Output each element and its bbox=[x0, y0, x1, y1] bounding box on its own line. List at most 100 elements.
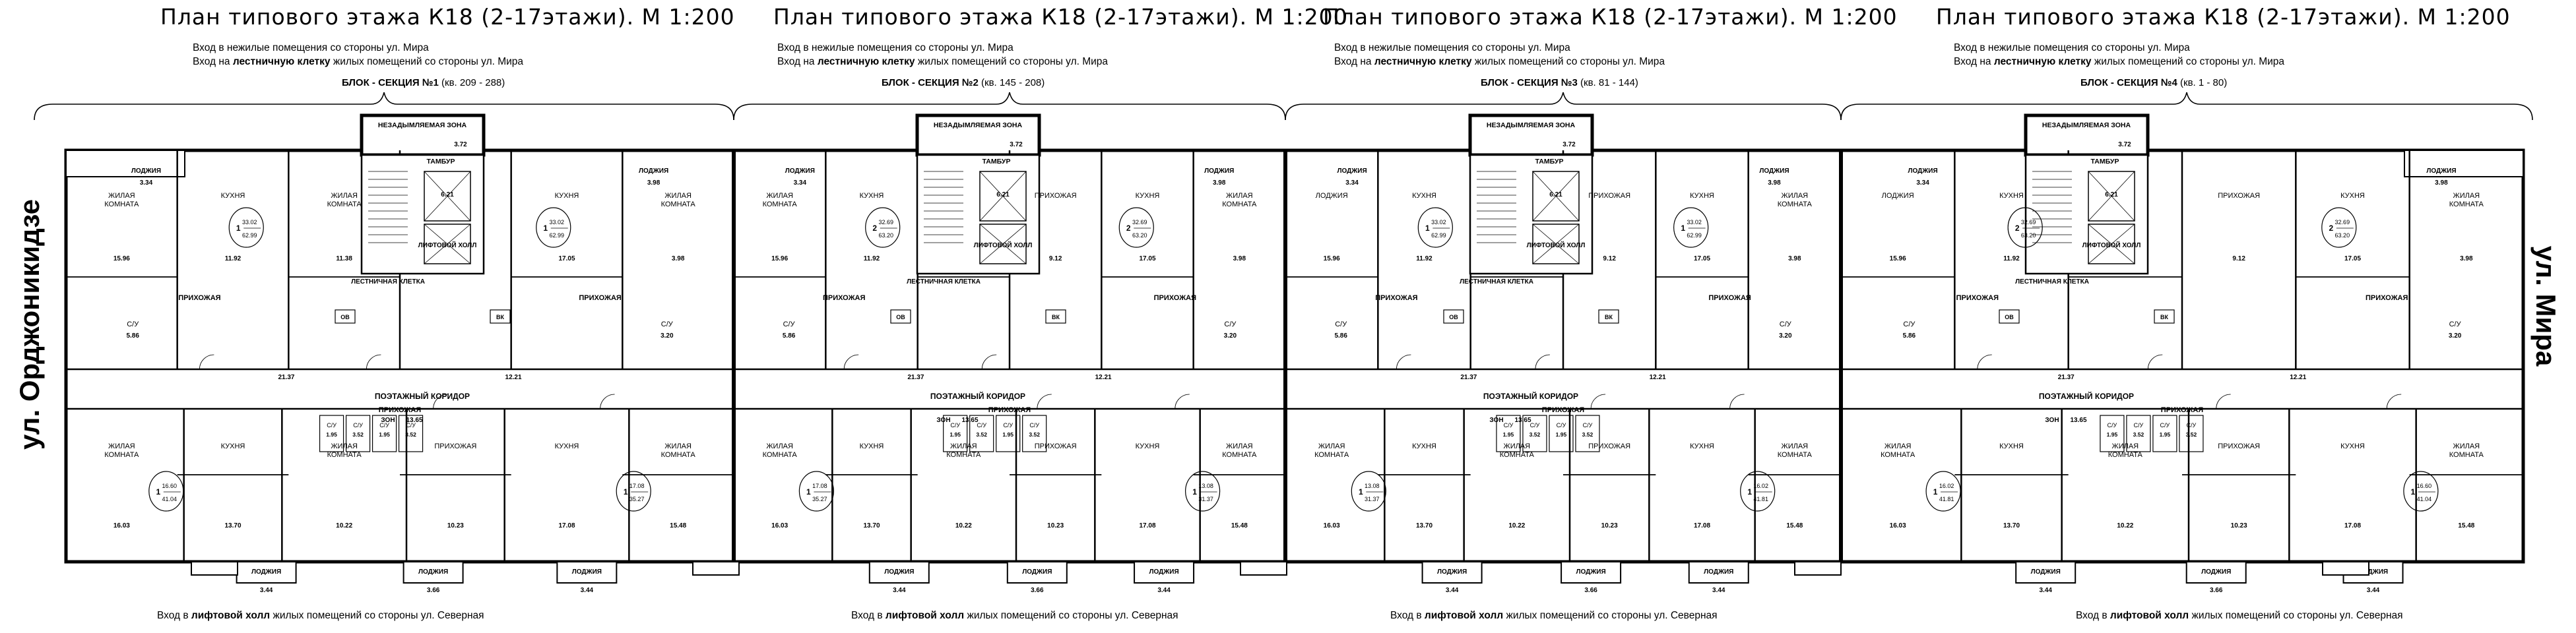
apartment-area: 17.08 bbox=[629, 483, 645, 489]
area-label: 3.44 bbox=[581, 587, 594, 594]
area-label: 3.20 bbox=[660, 332, 674, 340]
room-label: ЖИЛАЯ bbox=[2453, 442, 2480, 450]
wc-cell bbox=[2126, 415, 2151, 452]
area-label: 10.23 bbox=[2231, 522, 2247, 529]
apartment-area: 13.08 bbox=[1365, 483, 1380, 489]
door-swing bbox=[1535, 354, 1550, 370]
area-label: 3.20 bbox=[1224, 332, 1237, 340]
apartment-area: 63.20 bbox=[2335, 232, 2350, 239]
apartment-rooms: 2 bbox=[2329, 224, 2333, 233]
area-label: 3.52 bbox=[1029, 431, 1040, 438]
door-swing bbox=[366, 354, 381, 370]
area-label: 5.86 bbox=[1903, 332, 1916, 340]
apartment-area: 62.99 bbox=[1431, 232, 1446, 239]
label-safe-zone: НЕЗАДЫМЛЯЕМАЯ ЗОНА bbox=[378, 121, 467, 129]
area-label: 1.95 bbox=[1002, 431, 1014, 438]
area-label: 17.08 bbox=[1694, 522, 1710, 529]
area-label: 3.72 bbox=[2118, 141, 2131, 148]
room-label: ЖИЛАЯ bbox=[2112, 442, 2139, 450]
area-label: 13.70 bbox=[2003, 522, 2020, 529]
apartment-area: 13.08 bbox=[1198, 483, 1213, 489]
area-label: 3.98 bbox=[1788, 255, 1801, 262]
room-label: ЖИЛАЯ bbox=[331, 442, 358, 450]
area-label: 15.96 bbox=[771, 255, 788, 262]
apartment-rooms: 2 bbox=[2015, 224, 2020, 233]
room-label: ЖИЛАЯ bbox=[766, 192, 793, 200]
area-label: 3.34 bbox=[1916, 179, 1929, 187]
area-label: 3.52 bbox=[976, 431, 987, 438]
room-label: КУХНЯ bbox=[1136, 192, 1160, 200]
apartment-rooms: 1 bbox=[1681, 224, 1685, 233]
stair-core bbox=[1469, 154, 1594, 275]
label-wc: С/У bbox=[406, 422, 416, 429]
apartment-rooms: 1 bbox=[1933, 487, 1938, 497]
door-swing bbox=[2147, 354, 2163, 370]
area-label: 11.92 bbox=[225, 255, 242, 262]
core-protrusion bbox=[360, 113, 486, 157]
loggia-bottom bbox=[2015, 561, 2077, 584]
area-label: 17.08 bbox=[2344, 522, 2361, 529]
area-label: 16.03 bbox=[771, 522, 788, 529]
section-label-3: БЛОК - СЕКЦИЯ №3 (кв. 81 - 144) bbox=[1481, 77, 1638, 88]
label-loggia: ЛОДЖИЯ bbox=[1337, 167, 1367, 175]
apartment-area: 32.69 bbox=[2335, 219, 2350, 226]
room-label: КОМНАТА bbox=[2449, 200, 2484, 208]
area-label: 10.22 bbox=[336, 522, 352, 529]
room-label: ПРИХОЖАЯ bbox=[2218, 192, 2260, 200]
label-loggia: ЛОДЖИЯ bbox=[1704, 568, 1733, 576]
area-label: 1.95 bbox=[326, 431, 337, 438]
room-label: ЖИЛАЯ bbox=[1782, 192, 1809, 200]
door-swing bbox=[2216, 394, 2231, 409]
shaft-vk bbox=[1598, 309, 1619, 324]
loggia-notch bbox=[2404, 150, 2524, 177]
section-brace-3 bbox=[1285, 92, 1842, 121]
section-brace-2 bbox=[733, 92, 1286, 121]
label-corridor: ПОЭТАЖНЫЙ КОРИДОР bbox=[2039, 391, 2134, 401]
shaft-vk bbox=[2154, 309, 2175, 324]
label-tambur: ТАМБУР bbox=[1535, 158, 1564, 166]
apartment-rooms: 1 bbox=[1425, 224, 1430, 233]
room-label: ЖИЛАЯ bbox=[950, 442, 977, 450]
area-label: 3.52 bbox=[1530, 431, 1541, 438]
door-swing bbox=[1729, 394, 1745, 409]
label-lift-hall: ЛИФТОВОЙ ХОЛЛ bbox=[2082, 241, 2141, 249]
apartment-rooms: 1 bbox=[1359, 487, 1363, 497]
label-wc: С/У bbox=[327, 422, 337, 429]
wall-line bbox=[424, 171, 471, 222]
wall-line bbox=[2088, 171, 2135, 222]
label-wc: С/У bbox=[1557, 422, 1566, 429]
label-hall: ПРИХОЖАЯ bbox=[178, 294, 220, 302]
stair-core bbox=[360, 154, 485, 275]
shaft-vk bbox=[1045, 309, 1066, 324]
loggia-bottom bbox=[868, 561, 930, 584]
wall-line bbox=[424, 224, 471, 264]
room-label: ПРИХОЖАЯ bbox=[1035, 192, 1077, 200]
section-wall bbox=[1283, 150, 1287, 562]
label-wc: С/У bbox=[977, 422, 986, 429]
apartment-rooms: 1 bbox=[156, 487, 160, 497]
label-safe-zone: НЕЗАДЫМЛЯЕМАЯ ЗОНА bbox=[2042, 121, 2131, 129]
area-label: 3.66 bbox=[427, 587, 440, 594]
area-label: 3.98 bbox=[1768, 179, 1781, 187]
label-loggia: ЛОДЖИЯ bbox=[418, 568, 448, 576]
area-label: 10.23 bbox=[1601, 522, 1618, 529]
entrance-note-3: Вход в нежилые помещения со стороны ул. … bbox=[1334, 42, 1665, 67]
apartment-area: 41.04 bbox=[2417, 496, 2432, 502]
elevator-shaft bbox=[1532, 224, 1580, 264]
area-label: 15.48 bbox=[2458, 522, 2474, 529]
shaft-ov bbox=[1999, 309, 2020, 324]
area-label: 6.21 bbox=[441, 191, 454, 198]
room-label: КОМНАТА bbox=[2449, 451, 2484, 459]
area-label: 13.70 bbox=[224, 522, 241, 529]
section-label-1: БЛОК - СЕКЦИЯ №1 (кв. 209 - 288) bbox=[342, 77, 505, 88]
room-label: ПРИХОЖАЯ bbox=[2218, 442, 2260, 450]
room-label: КУХНЯ bbox=[1412, 192, 1436, 200]
room-label: ПРИХОЖАЯ bbox=[434, 442, 476, 450]
area-label: 3.72 bbox=[1562, 141, 1576, 148]
apartment-area: 63.20 bbox=[1132, 232, 1147, 239]
apartment-marker bbox=[1673, 207, 1709, 248]
area-label: 3.44 bbox=[893, 587, 906, 594]
apartment-rooms: 1 bbox=[624, 487, 628, 497]
label-loggia: ЛОДЖИЯ bbox=[2031, 568, 2061, 576]
